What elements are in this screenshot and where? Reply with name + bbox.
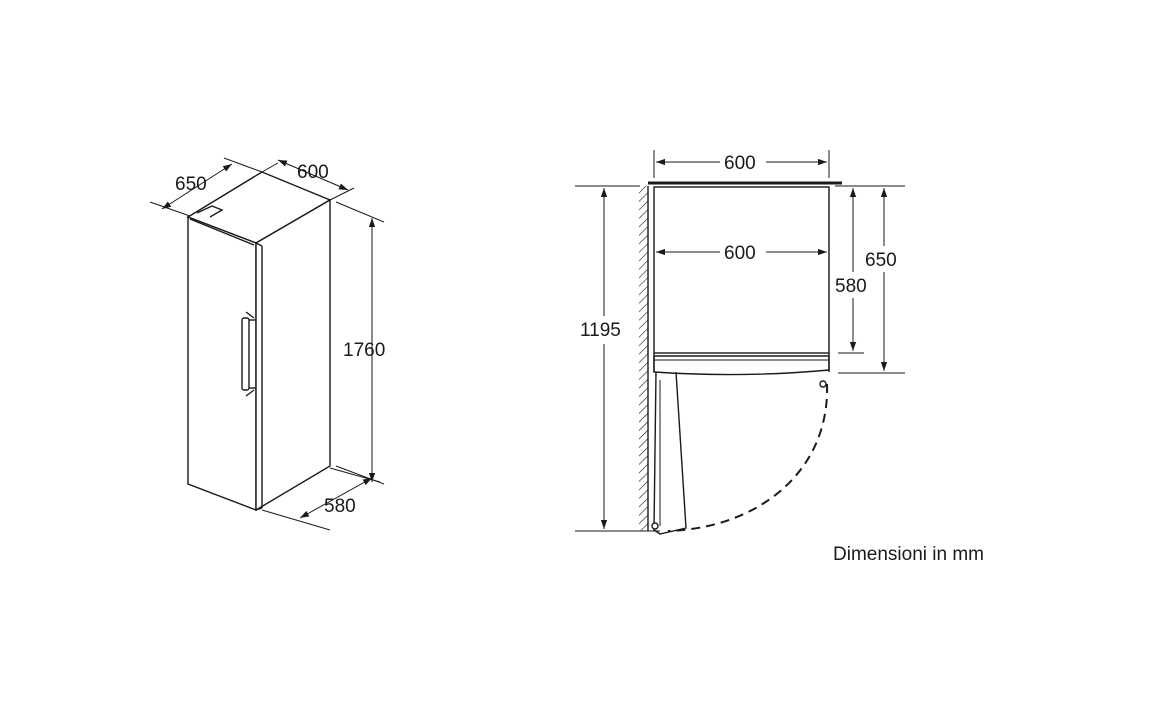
door-handle — [241, 311, 256, 397]
top-total-depth-label: 650 — [865, 250, 897, 271]
isometric-view: 650 600 1760 580 — [149, 157, 385, 531]
top-view: 600 600 1195 580 650 — [575, 150, 905, 535]
wall — [639, 186, 649, 531]
iso-depth-label: 650 — [175, 174, 207, 195]
door-swing-arc — [667, 383, 829, 532]
top-height-dimension: 1195 — [580, 188, 621, 529]
top-inner-width-dimension: 600 — [656, 243, 827, 264]
top-total-depth-dimension: 650 — [838, 185, 905, 374]
top-depth-dimension: 580 — [835, 185, 870, 354]
top-outer-width-dimension: 600 — [653, 150, 830, 178]
top-depth-label: 580 — [835, 276, 867, 297]
dimensions-caption: Dimensioni in mm — [833, 544, 984, 565]
iso-depth-dimension: 650 — [149, 157, 263, 217]
iso-base-depth-label: 580 — [324, 496, 356, 517]
iso-base-depth-dimension: 580 — [261, 467, 381, 531]
iso-width-dimension: 600 — [261, 159, 355, 201]
iso-height-dimension: 1760 — [335, 201, 385, 485]
iso-width-label: 600 — [297, 162, 329, 183]
top-outer-width-label: 600 — [724, 153, 756, 174]
opened-door — [651, 371, 827, 535]
iso-height-label: 1760 — [343, 340, 385, 361]
top-height-label: 1195 — [580, 320, 621, 341]
fridge-top-outline — [653, 186, 830, 376]
fridge-body — [186, 171, 332, 512]
top-inner-width-label: 600 — [724, 243, 756, 264]
